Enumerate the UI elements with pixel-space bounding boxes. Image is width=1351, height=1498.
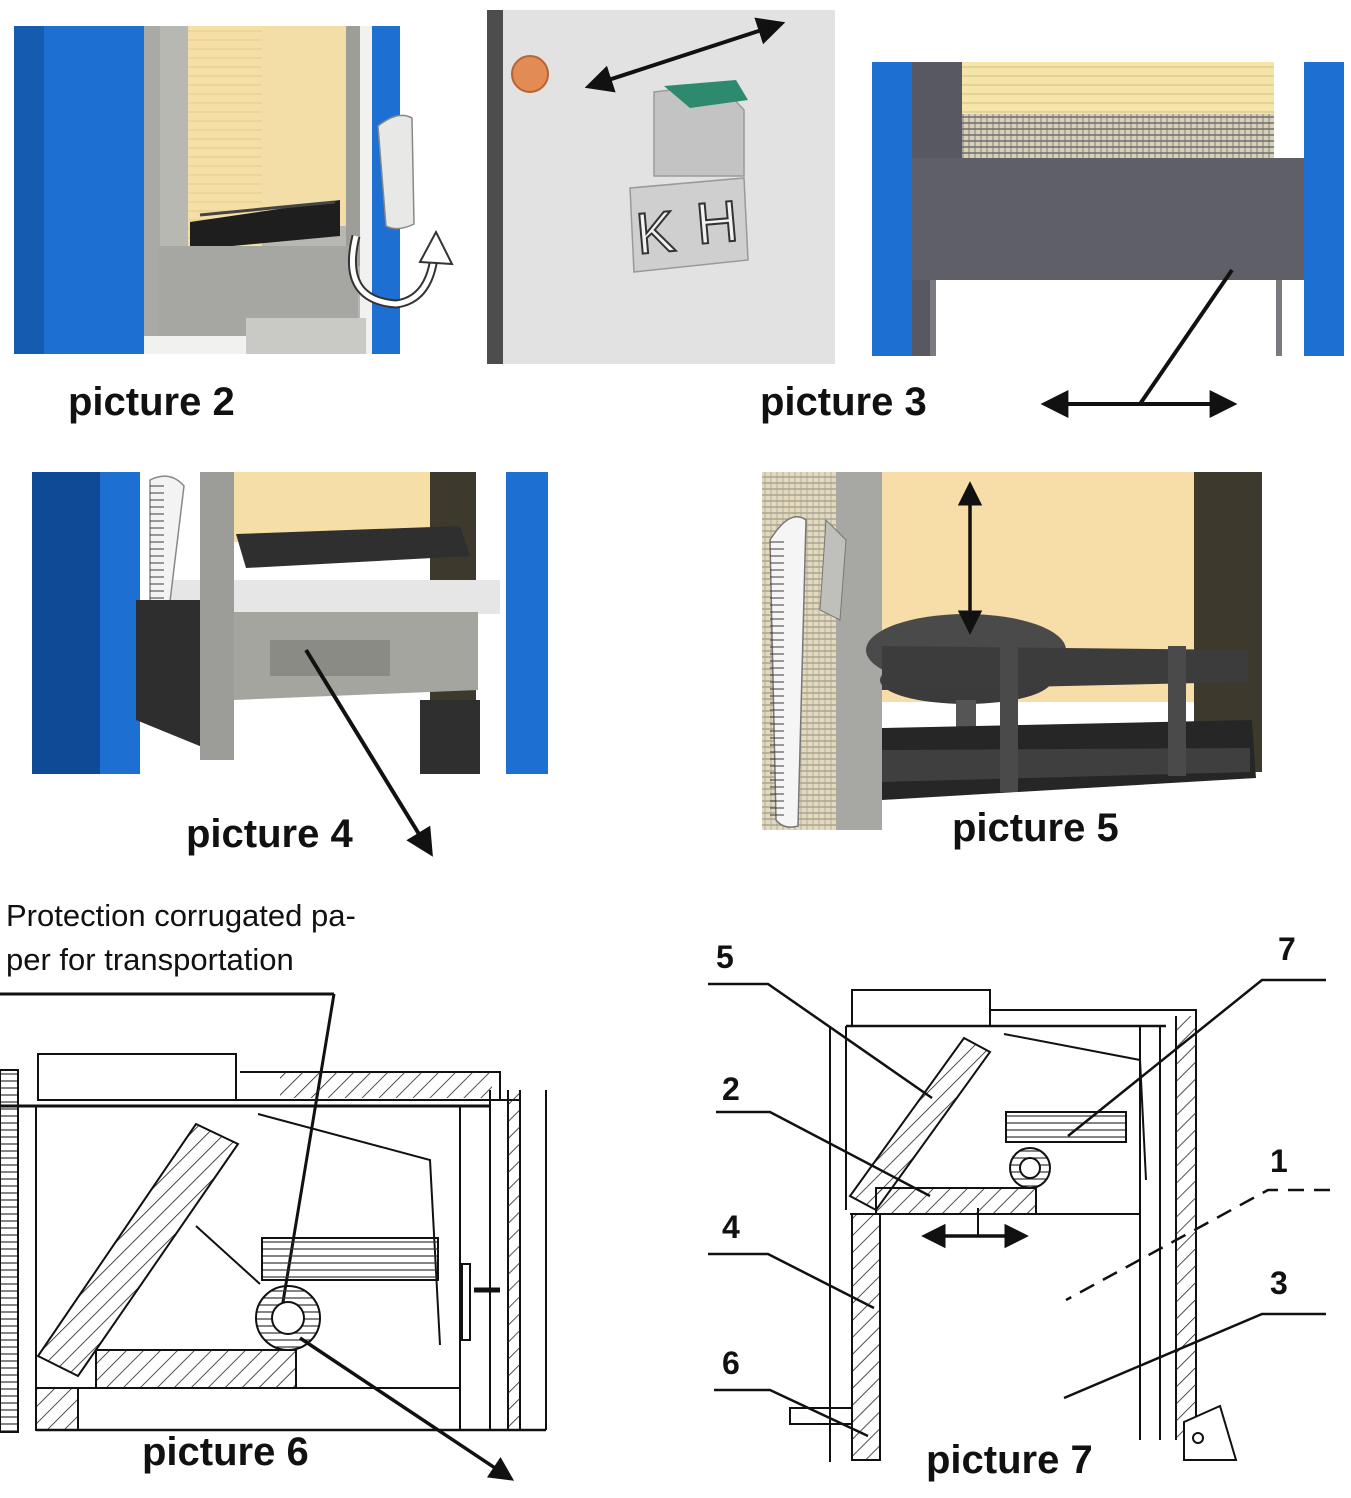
picture-6-drawing bbox=[0, 992, 547, 1481]
picture-2-illustration bbox=[14, 26, 454, 354]
note-line-2: per for transportation bbox=[6, 942, 294, 977]
caption-picture-4: picture 4 bbox=[186, 812, 353, 856]
caption-picture-3: picture 3 bbox=[760, 380, 927, 424]
note-line-1: Protection corrugated pa- bbox=[6, 898, 356, 933]
caption-picture-2: picture 2 bbox=[68, 380, 235, 424]
kh-detail-panel bbox=[487, 10, 835, 364]
picture-3-illustration bbox=[872, 62, 1344, 418]
callout-2: 2 bbox=[722, 1071, 740, 1107]
callout-3: 3 bbox=[1270, 1265, 1288, 1301]
picture-5-illustration bbox=[762, 472, 1264, 830]
callout-4: 4 bbox=[722, 1209, 740, 1245]
protection-paper-note: Protection corrugated pa- per for transp… bbox=[6, 894, 356, 982]
caption-picture-5: picture 5 bbox=[952, 806, 1119, 850]
callout-7: 7 bbox=[1278, 931, 1296, 967]
picture-7-drawing bbox=[708, 978, 1330, 1462]
callout-5: 5 bbox=[716, 939, 734, 975]
picture-4-illustration bbox=[32, 472, 548, 857]
label-h: H bbox=[693, 189, 740, 257]
callout-6: 6 bbox=[722, 1345, 740, 1381]
caption-picture-7: picture 7 bbox=[926, 1438, 1093, 1482]
label-k: K bbox=[633, 199, 678, 267]
caption-picture-6: picture 6 bbox=[142, 1430, 309, 1474]
callout-1: 1 bbox=[1270, 1143, 1288, 1179]
